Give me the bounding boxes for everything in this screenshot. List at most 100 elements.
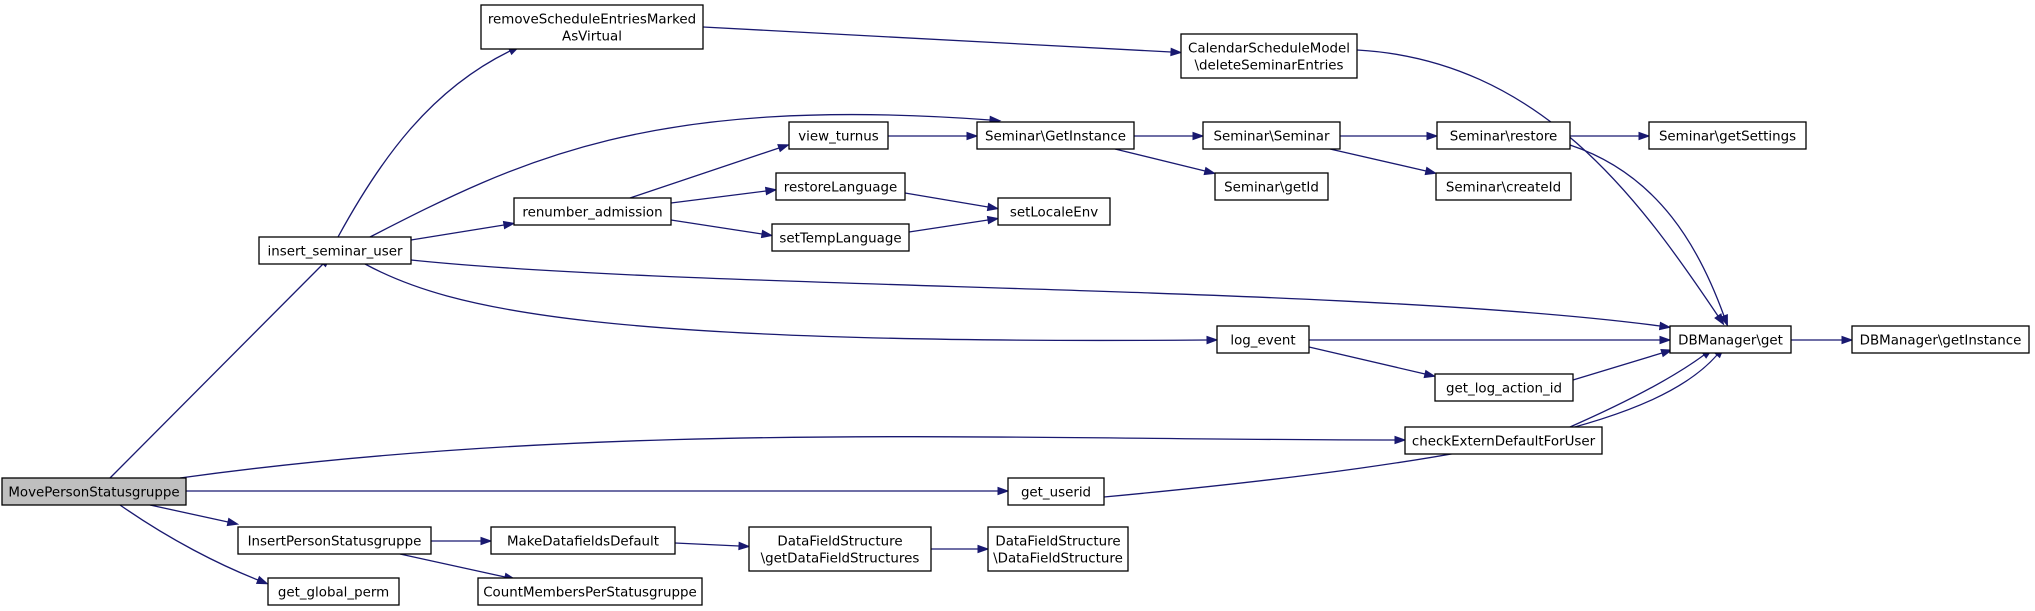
node-label: removeScheduleEntriesMarked	[488, 13, 696, 28]
node-box	[1216, 325, 1310, 354]
edge-seminar-seminar-to-seminar-createid	[1329, 148, 1438, 176]
arrowhead	[1660, 349, 1673, 358]
edge-move-person-to-get-userid	[186, 486, 1010, 496]
arrowhead	[1719, 314, 1728, 327]
node-view-turnus[interactable]: view_turnus	[788, 121, 889, 150]
arrowhead	[986, 215, 1000, 225]
node-log-event[interactable]: log_event	[1216, 325, 1310, 354]
edge-insert-seminar-user-to-remove-schedule	[337, 45, 521, 238]
node-label: \deleteSeminarEntries	[1194, 59, 1343, 74]
arrowhead	[764, 186, 778, 196]
arrowhead	[502, 220, 516, 230]
edge-line	[337, 50, 511, 238]
node-get-log-action-id[interactable]: get_log_action_id	[1434, 373, 1574, 402]
edge-line	[1103, 354, 1718, 498]
node-insert-seminar-user[interactable]: insert_seminar_user	[258, 236, 412, 265]
arrowhead	[1424, 166, 1438, 176]
node-seminar-seminar[interactable]: Seminar\Seminar	[1202, 121, 1341, 150]
arrowhead	[480, 536, 493, 546]
arrowhead	[1659, 335, 1672, 345]
node-box	[1202, 121, 1341, 150]
edge-move-person-to-get-global-perm	[119, 504, 269, 585]
node-label: view_turnus	[798, 130, 879, 145]
edge-line	[410, 259, 1661, 327]
edge-seminar-seminar-to-seminar-restore	[1340, 131, 1439, 141]
node-datafield-struct[interactable]: DataFieldStructure\DataFieldStructure	[987, 526, 1129, 572]
node-insert-person-statusgruppe[interactable]: InsertPersonStatusgruppe	[237, 526, 432, 555]
edge-insert-person-statusgruppe-to-make-datafields	[431, 536, 493, 546]
node-box	[237, 526, 432, 555]
node-label: \getDataFieldStructures	[761, 552, 920, 567]
node-datafield-get[interactable]: DataFieldStructure\getDataFieldStructure…	[748, 526, 932, 572]
node-dbmanager-get[interactable]: DBManager\get	[1669, 325, 1792, 354]
node-restore-language[interactable]: restoreLanguage	[775, 172, 906, 201]
node-label: checkExternDefaultForUser	[1412, 435, 1596, 450]
node-box	[1007, 477, 1105, 506]
edge-line	[904, 192, 989, 208]
arrowhead	[1841, 335, 1854, 345]
node-set-temp-language[interactable]: setTempLanguage	[771, 223, 910, 252]
node-seminar-restore[interactable]: Seminar\restore	[1436, 121, 1571, 150]
node-set-locale-env[interactable]: setLocaleEnv	[997, 197, 1111, 226]
edge-insert-seminar-user-to-renumber-admission	[410, 220, 516, 241]
edge-dbmanager-get-to-dbmanager-getinstance	[1791, 335, 1854, 345]
edge-line	[109, 263, 324, 479]
arrowhead	[1203, 166, 1217, 176]
edge-restore-language-to-set-locale-env	[904, 192, 1000, 212]
arrowhead	[1192, 131, 1205, 141]
node-make-datafields[interactable]: MakeDatafieldsDefault	[490, 526, 676, 555]
node-label: MakeDatafieldsDefault	[507, 535, 659, 550]
node-count-members[interactable]: CountMembersPerStatusgruppe	[477, 577, 703, 606]
node-seminar-getid[interactable]: Seminar\getId	[1214, 172, 1329, 201]
node-label: CalendarScheduleModel	[1188, 42, 1350, 57]
node-renumber-admission[interactable]: renumber_admission	[513, 197, 672, 226]
edge-line	[399, 553, 506, 578]
node-get-userid[interactable]: get_userid	[1007, 477, 1105, 506]
edge-line	[1569, 144, 1725, 317]
node-box	[976, 121, 1135, 150]
node-label: Seminar\restore	[1450, 130, 1558, 145]
edge-seminar-restore-to-dbmanager-get	[1569, 144, 1728, 327]
node-seminar-createid[interactable]: Seminar\createId	[1435, 172, 1572, 201]
arrowhead	[1394, 435, 1407, 445]
node-label: get_global_perm	[278, 586, 389, 601]
node-move-person[interactable]: MovePersonStatusgruppe	[1, 477, 187, 506]
edge-renumber-admission-to-restore-language	[670, 186, 778, 204]
node-box	[1, 477, 187, 506]
arrowhead	[777, 144, 790, 153]
node-box	[1435, 172, 1572, 201]
edge-line	[1329, 148, 1427, 172]
node-label: \DataFieldStructure	[993, 552, 1123, 567]
edge-line	[908, 219, 989, 233]
node-check-extern[interactable]: checkExternDefaultForUser	[1404, 426, 1603, 455]
edge-move-person-to-insert-person-statusgruppe	[149, 504, 240, 527]
edge-move-person-to-check-extern	[179, 435, 1407, 479]
node-box	[1214, 172, 1329, 201]
node-dbmanager-getinstance[interactable]: DBManager\getInstance	[1851, 325, 2030, 354]
edge-line	[702, 26, 1172, 53]
edge-insert-person-statusgruppe-to-count-members	[399, 553, 517, 582]
node-box	[1669, 325, 1792, 354]
node-get-global-perm[interactable]: get_global_perm	[267, 577, 400, 606]
node-box	[788, 121, 889, 150]
edge-datafield-get-to-datafield-struct	[931, 544, 990, 554]
edge-line	[1356, 49, 1719, 317]
node-box	[775, 172, 906, 201]
arrowhead	[1638, 131, 1651, 141]
node-seminar-getinstance[interactable]: Seminar\GetInstance	[976, 121, 1135, 150]
edge-set-temp-language-to-set-locale-env	[908, 215, 1000, 233]
edge-check-extern-to-dbmanager-get	[1569, 348, 1714, 428]
node-label: CountMembersPerStatusgruppe	[483, 586, 697, 601]
node-box	[267, 577, 400, 606]
node-box	[1180, 33, 1358, 79]
node-label: MovePersonStatusgruppe	[8, 486, 179, 501]
edge-renumber-admission-to-set-temp-language	[670, 219, 774, 239]
node-label: Seminar\GetInstance	[985, 130, 1126, 145]
node-calendar-delete[interactable]: CalendarScheduleModel \deleteSeminarEntri…	[1180, 33, 1358, 79]
node-label: insert_seminar_user	[268, 245, 403, 260]
edge-line	[410, 224, 505, 241]
edge-insert-seminar-user-to-log-event	[364, 263, 1219, 345]
node-seminar-getsettings[interactable]: Seminar\getSettings	[1648, 121, 1807, 150]
